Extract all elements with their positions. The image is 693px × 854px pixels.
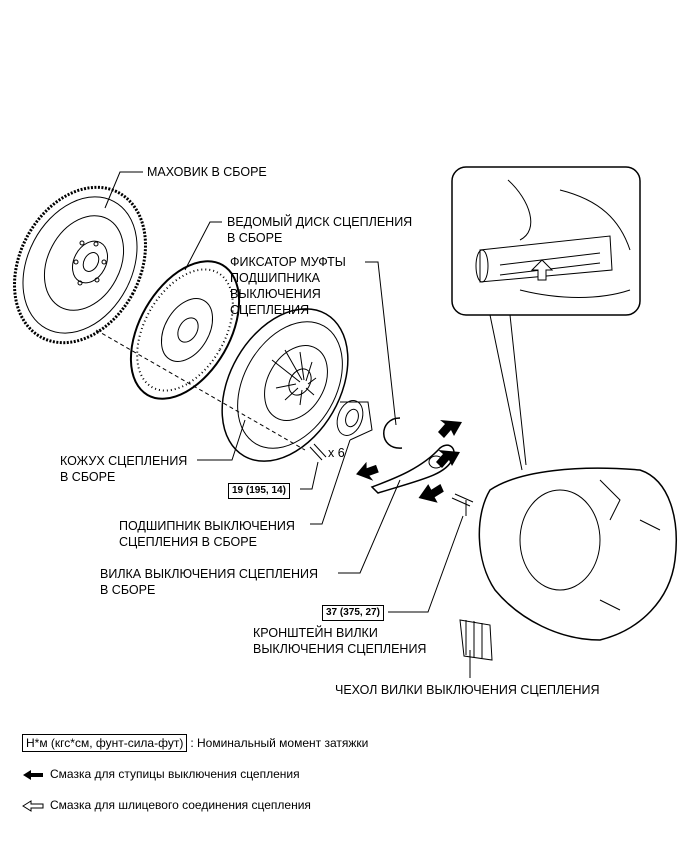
bracket-part xyxy=(451,493,474,516)
label-retainer-line1: ФИКСАТОР МУФТЫ xyxy=(230,255,346,269)
clutch-disc-part xyxy=(129,260,241,400)
leader-bolts xyxy=(300,461,319,490)
clutch-cover-part xyxy=(221,308,349,462)
legend-grease-spline-text: Смазка для шлицевого соединения сцеплени… xyxy=(50,798,311,812)
label-clutch-cover-line1: КОЖУХ СЦЕПЛЕНИЯ xyxy=(60,454,188,468)
bolt-part xyxy=(309,443,327,461)
leader-fork xyxy=(338,479,401,574)
legend-grease-hub-text: Смазка для ступицы выключения сцепления xyxy=(50,767,300,781)
leader-cover xyxy=(197,419,246,461)
label-retainer-line4: СЦЕПЛЕНИЯ xyxy=(230,303,310,317)
transaxle-housing xyxy=(478,467,677,641)
legend-torque-box: Н*м (кгс*см, фунт-сила-фут) xyxy=(22,734,188,752)
grease-arrows xyxy=(356,420,462,503)
legend-torque-text: : Номинальный момент затяжки xyxy=(190,736,369,750)
legend-grease-hub: Смазка для ступицы выключения сцепления xyxy=(22,766,300,782)
label-flywheel: МАХОВИК В СБОРЕ xyxy=(147,165,267,179)
inset-callout xyxy=(451,166,641,471)
label-bolt-count: x 6 xyxy=(328,446,345,460)
label-clutch-disc-line2: В СБОРЕ xyxy=(227,231,283,245)
legend-grease-spline: Смазка для шлицевого соединения сцеплени… xyxy=(22,797,311,813)
label-retainer-line3: ВЫКЛЮЧЕНИЯ xyxy=(230,287,321,301)
label-retainer-line2: ПОДШИПНИКА xyxy=(230,271,320,285)
label-release-bearing-line2: СЦЕПЛЕНИЯ В СБОРЕ xyxy=(119,535,257,549)
leader-disc xyxy=(184,221,222,271)
label-release-bearing-line1: ПОДШИПНИК ВЫКЛЮЧЕНИЯ xyxy=(119,519,295,533)
label-boot: ЧЕХОЛ ВИЛКИ ВЫКЛЮЧЕНИЯ СЦЕПЛЕНИЯ xyxy=(335,683,600,697)
outline-arrow-icon xyxy=(530,259,554,281)
torque-cover-bolts: 19 (195, 14) xyxy=(228,483,290,499)
label-clutch-disc-line1: ВЕДОМЫЙ ДИСК СЦЕПЛЕНИЯ xyxy=(227,215,413,229)
retainer-clip-part xyxy=(383,417,403,449)
label-bracket-line1: КРОНШТЕЙН ВИЛКИ xyxy=(253,626,378,640)
label-clutch-cover-line2: В СБОРЕ xyxy=(60,470,116,484)
leader-bracket xyxy=(388,515,464,613)
leader-retainer xyxy=(365,261,397,426)
label-release-fork-line1: ВИЛКА ВЫКЛЮЧЕНИЯ СЦЕПЛЕНИЯ xyxy=(100,567,319,581)
leader-flywheel xyxy=(104,171,143,209)
leader-bearing xyxy=(310,439,351,525)
label-release-fork-line2: В СБОРЕ xyxy=(100,583,156,597)
release-bearing-part xyxy=(336,400,373,441)
torque-bracket: 37 (375, 27) xyxy=(322,605,384,621)
outline-arrow-icon xyxy=(22,799,44,812)
label-bracket-line2: ВЫКЛЮЧЕНИЯ СЦЕПЛЕНИЯ xyxy=(253,642,427,656)
boot-part xyxy=(459,619,493,661)
legend-torque: Н*м (кгс*см, фунт-сила-фут): Номинальный… xyxy=(22,734,368,752)
flywheel-part xyxy=(13,185,147,345)
filled-arrow-icon xyxy=(23,769,43,780)
